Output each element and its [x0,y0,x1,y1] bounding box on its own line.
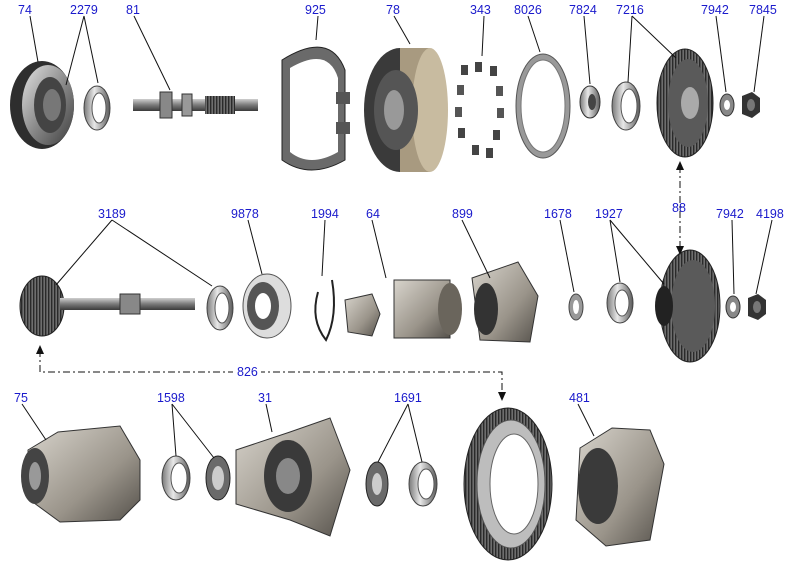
assembly-lines [36,161,684,401]
label-4198: 4198 [756,207,784,221]
leader-1691-b [407,403,423,463]
part-7942-washer-top [719,93,735,117]
leader-78 [393,15,411,45]
leader-925 [315,15,319,41]
part-8026-shim [515,53,571,159]
label-74: 74 [18,3,32,17]
leader-481 [577,403,595,437]
part-7216-gear [656,48,714,158]
part-1927-race [606,282,634,324]
part-1691-race [408,461,438,507]
assembly-line-826 [39,350,503,396]
part-826-ring-gear [463,407,553,561]
leader-7942-top [715,15,727,93]
part-31-differential [235,417,351,537]
leader-7824 [583,15,591,85]
part-481-retainer [575,427,665,547]
label-9878: 9878 [231,207,259,221]
label-1678: 1678 [544,207,572,221]
arrowhead-88-up [676,161,684,170]
leader-7845 [753,15,765,93]
leader-9878 [247,219,263,275]
leader-7216-b [631,15,677,59]
label-7942-top: 7942 [701,3,729,17]
part-3189-pinion-shaft [19,275,195,337]
part-75-housing [21,425,141,523]
arrowhead-88-down [676,246,684,255]
part-2279-race [83,85,111,131]
part-1598-bearing [205,455,231,501]
part-78-clutch-drum [364,48,448,172]
leader-1691-a [377,403,409,463]
part-4198-nut [748,294,766,320]
part-343-rollers [455,62,504,158]
label-481: 481 [569,391,590,405]
label-8026: 8026 [514,3,542,17]
leader-343 [481,15,485,57]
label-925: 925 [305,3,326,17]
part-1598-race [161,455,191,501]
label-3189: 3189 [98,207,126,221]
label-81: 81 [126,3,140,17]
label-7216: 7216 [616,3,644,17]
leader-31 [265,403,273,433]
leader-1927-b [609,219,665,285]
label-7845: 7845 [749,3,777,17]
label-1598: 1598 [157,391,185,405]
part-3189-race [206,285,234,331]
leader-1598-a [171,403,177,457]
part-925-band [281,46,350,171]
leader-8026 [527,15,541,53]
label-31: 31 [258,391,272,405]
leader-2279-a [65,15,85,86]
leader-75 [21,403,47,441]
leader-3189-b [111,219,213,287]
label-826: 826 [237,365,258,379]
part-7845-nut [742,92,760,118]
label-7824: 7824 [569,3,597,17]
label-343: 343 [470,3,491,17]
label-78: 78 [386,3,400,17]
leader-lines [21,15,773,463]
label-1927: 1927 [595,207,623,221]
leader-2279-b [83,15,99,84]
leader-64 [371,219,387,279]
label-88: 88 [672,201,686,215]
leader-899 [461,219,491,279]
leader-74 [29,15,39,63]
part-81-shaft [133,91,258,119]
label-64: 64 [366,207,380,221]
leader-4198 [755,219,773,295]
part-7942-washer-mid [725,295,741,319]
arrowhead-826-up [36,345,44,354]
arrowhead-826-down [498,392,506,401]
part-64-governor [344,279,462,339]
part-7216-race [611,81,641,131]
part-899-retainer [471,261,539,343]
leader-1994 [321,219,326,277]
leader-7942-mid [731,219,735,295]
part-7824-bearing [579,85,601,119]
part-1994-snap-ring [314,279,335,342]
part-labels: 74 2279 81 925 78 343 8026 7824 7216 794… [14,3,784,405]
part-9878-bearing [242,273,292,339]
label-899: 899 [452,207,473,221]
part-1691-bearing [365,461,389,507]
part-74-drum [10,61,74,149]
part-1678-shim [568,293,584,321]
leader-7216-a [627,15,633,83]
leader-3189-a [55,219,113,286]
leader-81 [133,15,171,91]
label-2279: 2279 [70,3,98,17]
leader-1678 [559,219,575,293]
label-7942-mid: 7942 [716,207,744,221]
leader-1927-a [609,219,621,283]
label-1994: 1994 [311,207,339,221]
leader-1598-b [171,403,215,459]
label-75: 75 [14,391,28,405]
label-1691: 1691 [394,391,422,405]
part-1927-gear [655,249,721,363]
